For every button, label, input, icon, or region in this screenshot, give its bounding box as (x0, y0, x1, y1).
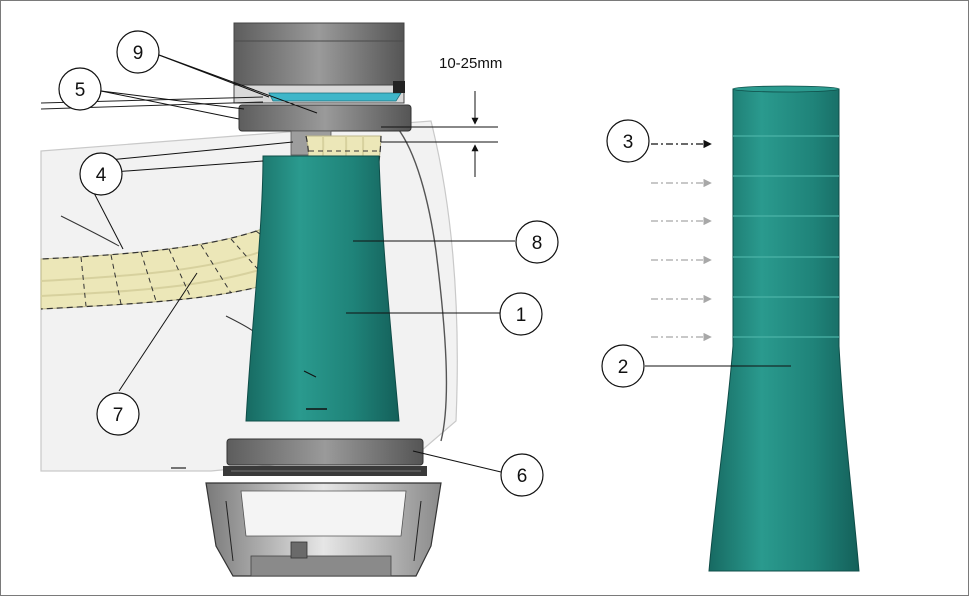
callout-2-label: 2 (618, 357, 629, 378)
callout-4: 4 (79, 152, 123, 196)
callout-5-label: 5 (75, 80, 86, 101)
callout-7-label: 7 (113, 405, 124, 426)
callout-4-label: 4 (96, 165, 107, 186)
base-mount (205, 482, 442, 577)
gap-dimension: 10-25mm (381, 55, 502, 177)
callout-3: 3 (606, 119, 650, 163)
upper-joint (233, 22, 405, 104)
callout-9-label: 9 (133, 43, 144, 64)
callout-6-label: 6 (517, 466, 528, 487)
callout-5: 5 (58, 67, 102, 111)
fitted-sleeve (245, 155, 400, 422)
callout-1: 1 (499, 292, 543, 336)
callout-8-label: 8 (532, 233, 543, 254)
callout-1-label: 1 (516, 305, 527, 326)
callout-7: 7 (96, 392, 140, 436)
callout-6: 6 (500, 453, 544, 497)
dimension-label: 10-25mm (439, 55, 502, 72)
callout-8: 8 (515, 220, 559, 264)
callout-3-label: 3 (623, 132, 634, 153)
standalone-sleeve (708, 85, 860, 572)
callout-2: 2 (601, 344, 645, 388)
callout-9: 9 (116, 30, 160, 74)
leader-lines (92, 51, 791, 473)
cut-arrows (651, 139, 712, 342)
lower-ring (223, 438, 427, 476)
